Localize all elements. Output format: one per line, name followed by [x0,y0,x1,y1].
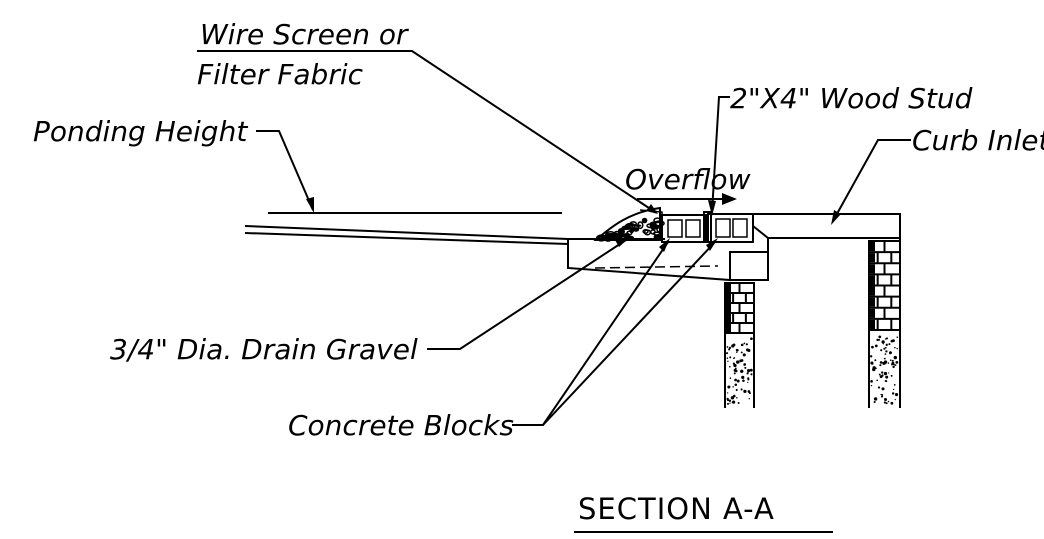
label-overflow: Overflow [625,163,751,196]
label-wood-stud: 2"X4" Wood Stud [730,82,973,115]
label-wire-screen-line2: Filter Fabric [197,58,364,91]
pavement-surface [244,225,569,245]
label-drain-gravel: 3/4" Dia. Drain Gravel [110,333,418,366]
curb-inlet-top [730,213,901,281]
concrete-fill-right [869,335,899,405]
label-curb-inlet: Curb Inlet [912,124,1044,157]
inlet-wall-left [724,282,755,408]
label-concrete-blocks: Concrete Blocks [288,409,514,442]
leader-lines [197,50,911,426]
label-wire-screen-line1: Wire Screen or [200,18,409,51]
callout-labels: Wire Screen or Filter Fabric 2"X4" Wood … [33,18,1044,442]
concrete-blocks-assembly [639,209,754,243]
section-title: SECTION A-A [578,492,775,526]
brick-courses-left [725,282,754,334]
wood-stud [703,211,712,243]
overflow-arrow [637,193,737,205]
brick-courses-right [869,240,900,331]
concrete-fill-left [725,337,753,405]
concrete-block-right [707,213,754,243]
label-ponding-height: Ponding Height [33,115,248,148]
inlet-wall-right [868,238,901,408]
drain-gravel-pile [593,206,665,242]
section-title-block: SECTION A-A [574,492,833,533]
